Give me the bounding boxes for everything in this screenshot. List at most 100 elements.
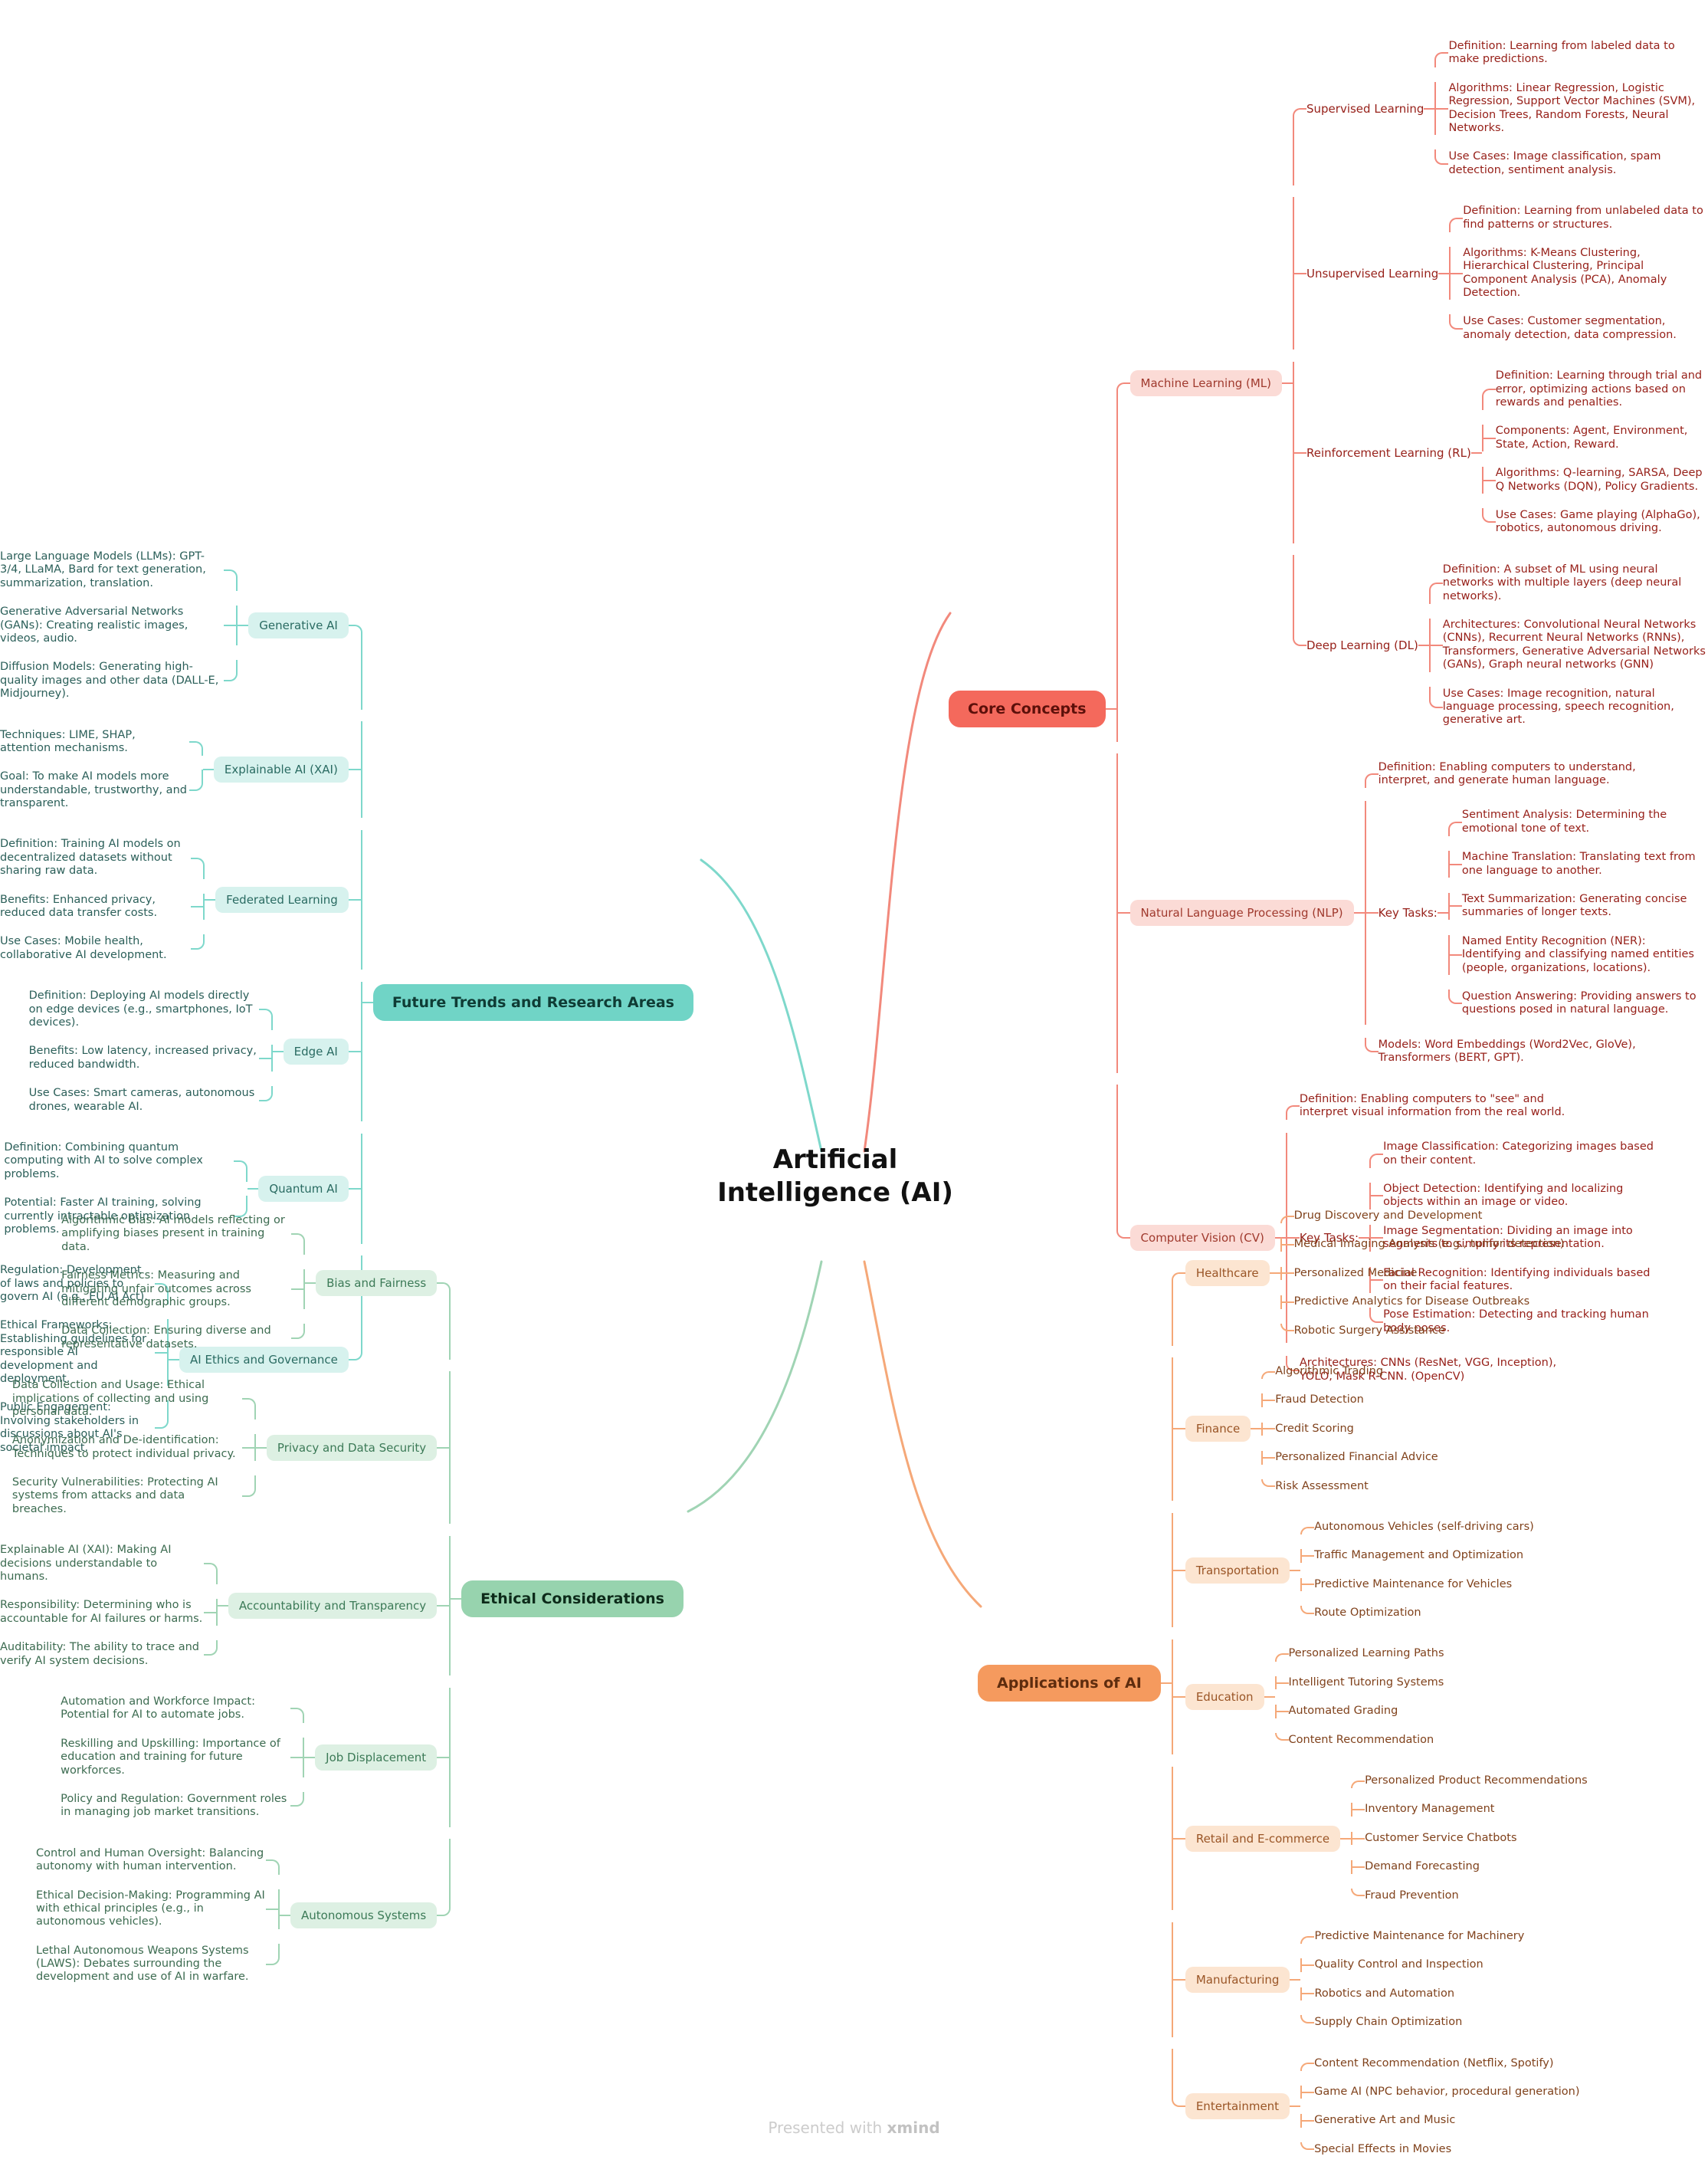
item-architectures-convolutional-neural-network[interactable]: Architectures: Convolutional Neural Netw… <box>1442 618 1706 671</box>
topic-natural-language-processing-nlp[interactable]: Natural Language Processing (NLP) <box>1129 900 1354 927</box>
topic-ai-ethics-and-governance[interactable]: AI Ethics and Governance <box>179 1346 349 1373</box>
topic-job-displacement[interactable]: Job Displacement <box>315 1744 438 1771</box>
item-definition-learning-from-unlabeled-data-to[interactable]: Definition: Learning from unlabeled data… <box>1463 205 1703 231</box>
item-use-cases-image-recognition-natural-langua[interactable]: Use Cases: Image recognition, natural la… <box>1442 687 1674 727</box>
item-predictive-analytics-for-disease-outbreaks[interactable]: Predictive Analytics for Disease Outbrea… <box>1293 1295 1530 1308</box>
item-fraud-detection[interactable]: Fraud Detection <box>1275 1393 1364 1406</box>
item-generative-art-and-music[interactable]: Generative Art and Music <box>1314 2114 1456 2127</box>
item-goal-to-make-ai-models-more-understandable[interactable]: Goal: To make AI models more understanda… <box>0 770 187 810</box>
item-robotics-and-automation[interactable]: Robotics and Automation <box>1314 1987 1455 2000</box>
item-auditability-the-ability-to-trace-and-veri[interactable]: Auditability: The ability to trace and v… <box>0 1641 200 1667</box>
item-diffusion-models-generating-high-quality-i[interactable]: Diffusion Models: Generating high-qualit… <box>0 661 219 701</box>
topic-generative-ai[interactable]: Generative AI <box>248 612 349 639</box>
item-deep-learning-dl[interactable]: Deep Learning (DL) <box>1306 638 1418 652</box>
item-definition-learning-from-labeled-data-to-m[interactable]: Definition: Learning from labeled data t… <box>1448 40 1675 66</box>
item-key-tasks[interactable]: Key Tasks: <box>1299 1231 1359 1246</box>
item-unsupervised-learning[interactable]: Unsupervised Learning <box>1306 266 1439 281</box>
item-image-segmentation-dividing-an-image-into-[interactable]: Image Segmentation: Dividing an image in… <box>1383 1224 1633 1251</box>
topic-finance[interactable]: Finance <box>1185 1416 1251 1442</box>
item-components-agent-environment-state-action-[interactable]: Components: Agent, Environment, State, A… <box>1495 425 1688 451</box>
item-key-tasks[interactable]: Key Tasks: <box>1378 906 1438 921</box>
item-automation-and-workforce-impact-potential-[interactable]: Automation and Workforce Impact: Potenti… <box>61 1695 255 1721</box>
item-algorithmic-bias-ai-models-reflecting-or-a[interactable]: Algorithmic Bias: AI models reflecting o… <box>61 1214 285 1253</box>
item-personalized-learning-paths[interactable]: Personalized Learning Paths <box>1288 1647 1444 1660</box>
item-object-detection-identifying-and-localizin[interactable]: Object Detection: Identifying and locali… <box>1383 1183 1624 1209</box>
topic-privacy-and-data-security[interactable]: Privacy and Data Security <box>266 1434 438 1461</box>
item-benefits-enhanced-privacy-reduced-data-tra[interactable]: Benefits: Enhanced privacy, reduced data… <box>0 893 158 920</box>
item-route-optimization[interactable]: Route Optimization <box>1314 1607 1421 1620</box>
item-potential-faster-ai-training-solving-curre[interactable]: Potential: Faster AI training, solving c… <box>4 1196 202 1236</box>
item-autonomous-vehicles-self-driving-cars[interactable]: Autonomous Vehicles (self-driving cars) <box>1314 1520 1534 1533</box>
item-personalized-product-recommendations[interactable]: Personalized Product Recommendations <box>1365 1774 1588 1787</box>
item-demand-forecasting[interactable]: Demand Forecasting <box>1365 1860 1480 1873</box>
topic-machine-learning-ml[interactable]: Machine Learning (ML) <box>1129 370 1282 397</box>
item-algorithms-k-means-clustering-hierarchical[interactable]: Algorithms: K-Means Clustering, Hierarch… <box>1463 246 1667 300</box>
topic-edge-ai[interactable]: Edge AI <box>283 1039 349 1065</box>
topic-quantum-ai[interactable]: Quantum AI <box>258 1176 349 1203</box>
item-policy-and-regulation-government-roles-in-[interactable]: Policy and Regulation: Government roles … <box>61 1792 287 1819</box>
topic-retail-and-e-commerce[interactable]: Retail and E-commerce <box>1185 1825 1341 1852</box>
branch-future-trends-and-research-areas[interactable]: Future Trends and Research Areas <box>372 983 693 1021</box>
branch-applications-of-ai[interactable]: Applications of AI <box>978 1664 1161 1702</box>
item-supervised-learning[interactable]: Supervised Learning <box>1306 101 1424 116</box>
item-generative-adversarial-networks-gans-creat[interactable]: Generative Adversarial Networks (GANs): … <box>0 606 189 645</box>
item-fraud-prevention[interactable]: Fraud Prevention <box>1365 1889 1459 1902</box>
item-algorithms-q-learning-sarsa-deep-q-network[interactable]: Algorithms: Q-learning, SARSA, Deep Q Ne… <box>1495 467 1703 493</box>
item-sentiment-analysis-determining-the-emotion[interactable]: Sentiment Analysis: Determining the emot… <box>1461 809 1667 835</box>
topic-federated-learning[interactable]: Federated Learning <box>215 887 349 914</box>
item-intelligent-tutoring-systems[interactable]: Intelligent Tutoring Systems <box>1288 1675 1444 1689</box>
item-risk-assessment[interactable]: Risk Assessment <box>1275 1479 1369 1492</box>
item-text-summarization-generating-concise-summ[interactable]: Text Summarization: Generating concise s… <box>1461 893 1687 919</box>
topic-transportation[interactable]: Transportation <box>1185 1557 1290 1584</box>
item-machine-translation-translating-text-from-[interactable]: Machine Translation: Translating text fr… <box>1461 851 1696 877</box>
item-security-vulnerabilities-protecting-ai-sys[interactable]: Security Vulnerabilities: Protecting AI … <box>11 1476 218 1515</box>
item-credit-scoring[interactable]: Credit Scoring <box>1275 1422 1354 1435</box>
item-benefits-low-latency-increased-privacy-red[interactable]: Benefits: Low latency, increased privacy… <box>28 1045 257 1071</box>
topic-autonomous-systems[interactable]: Autonomous Systems <box>290 1902 438 1929</box>
topic-entertainment[interactable]: Entertainment <box>1185 2093 1290 2120</box>
item-medical-imaging-analysis-e-g-tumor-detecti[interactable]: Medical Imaging Analysis (e.g., tumor de… <box>1293 1238 1565 1251</box>
item-definition-combining-quantum-computing-wit[interactable]: Definition: Combining quantum computing … <box>4 1141 203 1180</box>
item-definition-learning-through-trial-and-erro[interactable]: Definition: Learning through trial and e… <box>1495 369 1703 409</box>
item-lethal-autonomous-weapons-systems-laws-deb[interactable]: Lethal Autonomous Weapons Systems (LAWS)… <box>36 1944 249 1984</box>
branch-ethical-considerations[interactable]: Ethical Considerations <box>461 1580 684 1618</box>
topic-explainable-ai-xai[interactable]: Explainable AI (XAI) <box>213 756 349 783</box>
topic-accountability-and-transparency[interactable]: Accountability and Transparency <box>228 1593 438 1620</box>
item-definition-a-subset-of-ml-using-neural-net[interactable]: Definition: A subset of ML using neural … <box>1442 563 1682 602</box>
item-supply-chain-optimization[interactable]: Supply Chain Optimization <box>1314 2016 1463 2029</box>
item-definition-deploying-ai-models-directly-on[interactable]: Definition: Deploying AI models directly… <box>28 990 253 1029</box>
topic-manufacturing[interactable]: Manufacturing <box>1185 1966 1290 1993</box>
item-drug-discovery-and-development[interactable]: Drug Discovery and Development <box>1293 1209 1483 1222</box>
item-traffic-management-and-optimization[interactable]: Traffic Management and Optimization <box>1314 1549 1524 1562</box>
topic-education[interactable]: Education <box>1185 1684 1264 1711</box>
item-use-cases-smart-cameras-autonomous-drones-[interactable]: Use Cases: Smart cameras, autonomous dro… <box>28 1087 255 1113</box>
branch-core-concepts[interactable]: Core Concepts <box>949 690 1106 727</box>
item-techniques-lime-shap-attention-mechanisms[interactable]: Techniques: LIME, SHAP, attention mechan… <box>0 728 136 754</box>
item-use-cases-game-playing-alphago-robotics-au[interactable]: Use Cases: Game playing (AlphaGo), robot… <box>1495 508 1700 535</box>
item-public-engagement-involving-stakeholders-i[interactable]: Public Engagement: Involving stakeholder… <box>0 1401 139 1454</box>
item-customer-service-chatbots[interactable]: Customer Service Chatbots <box>1365 1831 1517 1844</box>
item-named-entity-recognition-ner-identifying-a[interactable]: Named Entity Recognition (NER): Identify… <box>1461 934 1694 974</box>
item-question-answering-providing-answers-to-qu[interactable]: Question Answering: Providing answers to… <box>1461 990 1697 1016</box>
item-architectures-cnns-resnet-vgg-inception-yo[interactable]: Architectures: CNNs (ResNet, VGG, Incept… <box>1299 1357 1557 1383</box>
item-definition-training-ai-models-on-decentral[interactable]: Definition: Training AI models on decent… <box>0 838 181 878</box>
item-content-recommendation[interactable]: Content Recommendation <box>1288 1733 1434 1746</box>
item-regulation-development-of-laws-and-policie[interactable]: Regulation: Development of laws and poli… <box>0 1264 148 1304</box>
item-data-collection-and-usage-ethical-implicat[interactable]: Data Collection and Usage: Ethical impli… <box>11 1379 209 1418</box>
item-algorithms-linear-regression-logistic-regr[interactable]: Algorithms: Linear Regression, Logistic … <box>1448 81 1696 134</box>
item-inventory-management[interactable]: Inventory Management <box>1365 1803 1495 1816</box>
item-facial-recognition-identifying-individuals[interactable]: Facial Recognition: Identifying individu… <box>1383 1266 1651 1293</box>
item-large-language-models-llms-gpt-3-4-llama-b[interactable]: Large Language Models (LLMs): GPT-3/4, L… <box>0 550 206 589</box>
item-robotic-surgery-assistance[interactable]: Robotic Surgery Assistance <box>1293 1324 1445 1337</box>
item-use-cases-image-classification-spam-detect[interactable]: Use Cases: Image classification, spam de… <box>1448 150 1661 176</box>
item-anonymization-and-de-identification-techni[interactable]: Anonymization and De-identification: Tec… <box>11 1434 236 1460</box>
central-topic[interactable]: Artificial Intelligence (AI) <box>674 1144 996 1209</box>
item-fairness-metrics-measuring-and-mitigating-[interactable]: Fairness Metrics: Measuring and mitigati… <box>61 1269 251 1308</box>
item-use-cases-customer-segmentation-anomaly-de[interactable]: Use Cases: Customer segmentation, anomal… <box>1463 315 1677 341</box>
item-automated-grading[interactable]: Automated Grading <box>1288 1705 1398 1718</box>
item-game-ai-npc-behavior-procedural-generation[interactable]: Game AI (NPC behavior, procedural genera… <box>1314 2085 1580 2098</box>
item-image-classification-categorizing-images-b[interactable]: Image Classification: Categorizing image… <box>1383 1141 1654 1167</box>
item-ethical-frameworks-establishing-guidelines[interactable]: Ethical Frameworks: Establishing guideli… <box>0 1319 147 1386</box>
item-data-collection-ensuring-diverse-and-repre[interactable]: Data Collection: Ensuring diverse and re… <box>61 1324 271 1351</box>
item-ethical-decision-making-programming-ai-wit[interactable]: Ethical Decision-Making: Programming AI … <box>36 1889 265 1928</box>
